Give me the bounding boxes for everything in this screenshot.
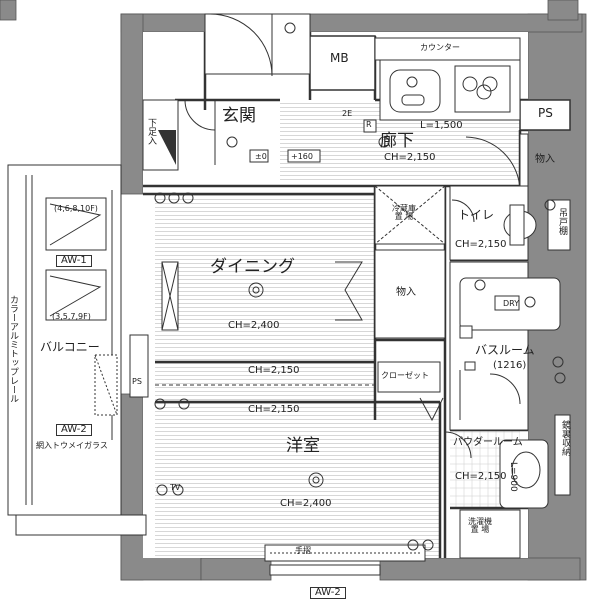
laundry-space-label: 洗濯機 置 場	[468, 517, 492, 534]
powder-length-label: L=900	[508, 462, 518, 492]
closet-label: クローゼット	[381, 371, 429, 380]
hanging-cabinet-label: 吊戸棚	[557, 208, 567, 235]
bedroom-ceiling-height: CH=2,400	[280, 498, 332, 509]
kitchen-sink	[389, 69, 441, 113]
balcony	[7, 164, 147, 536]
toilet-ceiling-height: CH=2,150	[455, 239, 507, 250]
mb-box	[309, 35, 376, 91]
beam-ceiling-height-2: CH=2,150	[248, 404, 300, 415]
counter-label: カウンター	[420, 43, 460, 52]
bedroom-label: 洋室	[286, 436, 320, 456]
glass-label: 網入トウメイガラス	[36, 441, 108, 450]
r-symbol: R	[366, 120, 372, 129]
ps-left-label: PS	[132, 377, 142, 386]
mirror-storage-label: 鏡裏収納	[560, 420, 570, 456]
corridor-label: 廊下	[380, 131, 414, 151]
fridge-space-label: 冷蔵庫 置 場	[392, 204, 416, 221]
ps-top-label: PS	[538, 106, 553, 120]
handrail-label: 手摺	[295, 546, 311, 555]
bath-label: バスルーム	[475, 343, 535, 357]
window-floors-a: (4,6,8,10F)	[54, 204, 98, 213]
powder-room-label: パウダールーム	[453, 437, 523, 448]
shoe-cabinet-label: 下足入	[146, 118, 156, 145]
mb-label: MB	[330, 51, 349, 65]
corridor-ceiling-height: CH=2,150	[384, 152, 436, 163]
window-floors-b: (3,5,7,9F)	[52, 312, 91, 321]
entrance-door	[204, 13, 311, 77]
balcony-label: バルコニー	[40, 340, 100, 354]
tv-symbol: TV	[170, 483, 181, 492]
dining-label: ダイニング	[210, 257, 295, 277]
dining-floor	[155, 194, 375, 362]
2e-symbol: 2E	[342, 109, 353, 118]
counter-length: L=1,500	[420, 120, 463, 131]
powder-room-ceiling-height: CH=2,150	[455, 471, 507, 482]
storage-label-2: 物入	[396, 287, 416, 298]
dining-ceiling-height: CH=2,400	[228, 320, 280, 331]
bedroom-floor	[155, 402, 440, 558]
window-aw2-bottom-tag: AW-2	[310, 587, 346, 599]
level-160: +160	[291, 152, 313, 161]
dry-symbol: DRY	[503, 299, 520, 308]
storage-label-1: 物入	[535, 154, 555, 165]
toilet-label: トイレ	[458, 208, 495, 222]
rail-label: カラーアルミトップレール	[8, 295, 18, 403]
genkan-label: 玄関	[222, 106, 256, 126]
bath-size: (1216)	[493, 360, 527, 371]
stove	[454, 65, 511, 113]
window-aw2-left-tag: AW-2	[56, 424, 92, 436]
beam-ceiling-height-1: CH=2,150	[248, 365, 300, 376]
electrical-symbols	[154, 22, 566, 551]
window-aw1-tag: AW-1	[56, 255, 92, 267]
level-zero: ±0	[255, 152, 267, 161]
